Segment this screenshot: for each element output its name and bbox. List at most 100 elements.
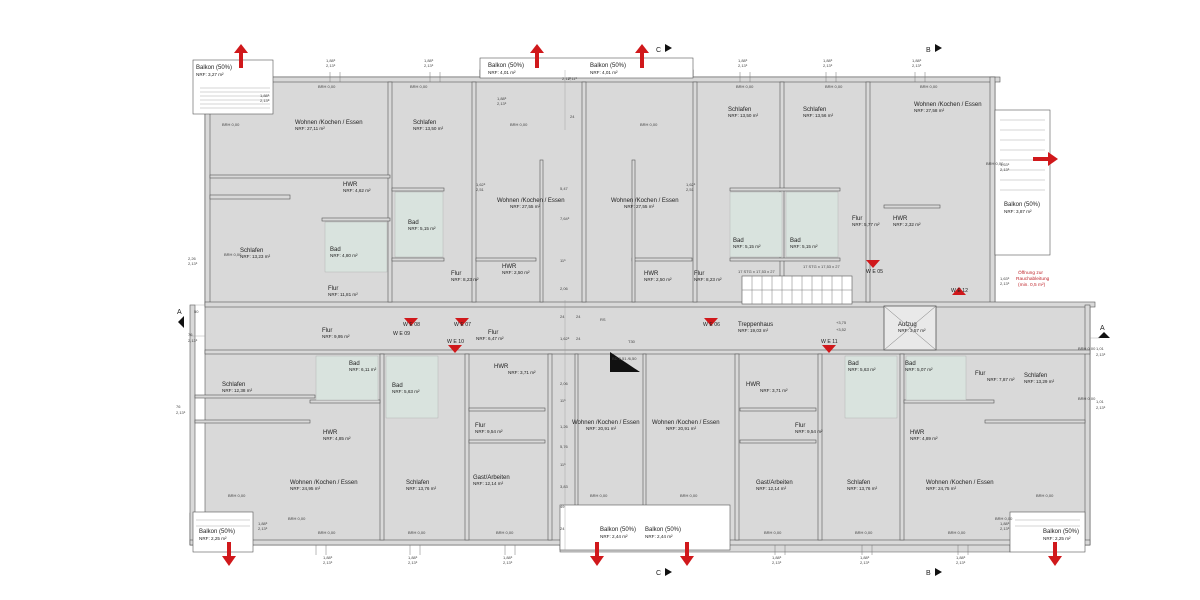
svg-text:BRH 0,00: BRH 0,00 xyxy=(948,530,966,535)
brh-labels: BRH 0,00 BRH 0,00 BRH 0,00 BRH 0,00 BRH … xyxy=(222,84,1096,535)
arrow-east xyxy=(1033,152,1058,166)
balcony-hatching xyxy=(196,87,1080,527)
svg-text:HWR: HWR xyxy=(644,271,659,277)
svg-text:2,13⁵: 2,13⁵ xyxy=(1000,526,1010,531)
svg-text:NRF: 13,50 m²: NRF: 13,50 m² xyxy=(413,126,444,131)
svg-text:NRF: 6,47 m²: NRF: 6,47 m² xyxy=(476,336,504,341)
svg-text:BRH 0,00: BRH 0,00 xyxy=(995,516,1013,521)
unit-we05-label: W E 05 xyxy=(866,269,883,275)
svg-text:24: 24 xyxy=(576,336,581,341)
unit-we06-label: W E 06 xyxy=(703,322,720,328)
svg-text:2,26: 2,26 xyxy=(188,256,197,261)
unit-we08-label: W E 08 xyxy=(403,322,420,328)
svg-text:76: 76 xyxy=(188,332,193,337)
svg-text:1,88⁵: 1,88⁵ xyxy=(424,58,434,63)
bd-note: BD 2,51 /6,50 xyxy=(612,356,637,361)
svg-text:Bad: Bad xyxy=(408,220,419,226)
svg-text:2,13⁵: 2,13⁵ xyxy=(823,63,833,68)
unit-we11-label: W E 11 xyxy=(821,339,838,345)
svg-text:NRF: 19,03 m²: NRF: 19,03 m² xyxy=(738,328,769,333)
svg-text:2,13⁵: 2,13⁵ xyxy=(956,560,966,565)
arrow-north-3 xyxy=(635,44,649,68)
svg-text:NRF: 4,89 m²: NRF: 4,89 m² xyxy=(910,436,938,441)
svg-text:1,88⁵: 1,88⁵ xyxy=(772,555,782,560)
t30-note: T30 xyxy=(628,339,636,344)
svg-text:2,13⁵: 2,13⁵ xyxy=(772,560,782,565)
svg-text:2,13⁵: 2,13⁵ xyxy=(503,560,513,565)
svg-text:Flur: Flur xyxy=(322,328,332,334)
svg-text:2,13⁵: 2,13⁵ xyxy=(176,410,186,415)
svg-text:NRF: 27,11 m²: NRF: 27,11 m² xyxy=(295,126,325,131)
svg-text:11⁵: 11⁵ xyxy=(560,462,566,467)
svg-text:NRF: 2,50 m²: NRF: 2,50 m² xyxy=(644,277,672,282)
svg-text:2,11⁵: 2,11⁵ xyxy=(562,76,571,81)
wall-corridor-north xyxy=(204,301,1096,308)
svg-text:Balkon (50%): Balkon (50%) xyxy=(196,65,232,71)
svg-text:NRF: 3,57 m²: NRF: 3,57 m² xyxy=(898,328,926,333)
svg-text:1,88⁵: 1,88⁵ xyxy=(497,96,507,101)
balcony-se xyxy=(1009,511,1086,553)
svg-text:Schlafen: Schlafen xyxy=(240,248,263,254)
svg-text:HWR: HWR xyxy=(893,216,908,222)
svg-text:NRF: 3,87 m²: NRF: 3,87 m² xyxy=(1004,209,1032,214)
unit-we09-label: W E 09 xyxy=(393,331,410,337)
svg-text:NRF: 24,75 m²: NRF: 24,75 m² xyxy=(926,486,957,491)
svg-text:NRF: 7,87 m²: NRF: 7,87 m² xyxy=(987,377,1015,382)
annotations: 17 STG x 17,53 x 27 17 STG x 17,53 x 27 … xyxy=(600,264,1050,361)
svg-text:BRH 0,00: BRH 0,00 xyxy=(288,516,306,521)
stair-spec-1: 17 STG x 17,53 x 27 xyxy=(738,269,775,274)
unit-we12-label: W E 12 xyxy=(951,288,968,294)
svg-text:BRH 0,00: BRH 0,00 xyxy=(920,84,938,89)
svg-text:BRH 0,00: BRH 0,00 xyxy=(986,161,1004,166)
staircase xyxy=(741,275,853,305)
svg-text:NRF: 13,29 m²: NRF: 13,29 m² xyxy=(1024,379,1055,384)
svg-text:NRF: 24,95 m²: NRF: 24,95 m² xyxy=(290,486,321,491)
svg-text:Flur: Flur xyxy=(328,286,338,292)
svg-text:2,13⁵: 2,13⁵ xyxy=(912,63,922,68)
level-lower: +3,52 xyxy=(836,327,847,332)
svg-text:NRF: 13,23 m²: NRF: 13,23 m² xyxy=(240,254,271,259)
svg-text:2,13⁵: 2,13⁵ xyxy=(188,261,198,266)
svg-text:NRF: 3,27 m²: NRF: 3,27 m² xyxy=(196,72,224,77)
svg-text:Flur: Flur xyxy=(488,330,498,336)
svg-text:BRH 0,00: BRH 0,00 xyxy=(1036,493,1054,498)
svg-text:Flur: Flur xyxy=(975,371,985,377)
we08-marker xyxy=(404,318,418,326)
svg-text:76: 76 xyxy=(176,404,181,409)
svg-text:2,13⁵: 2,13⁵ xyxy=(497,101,507,106)
svg-text:Bad: Bad xyxy=(905,361,916,367)
svg-text:1,88⁵: 1,88⁵ xyxy=(1000,521,1010,526)
unit-markers xyxy=(404,260,966,353)
svg-text:NRF: 20,91 m²: NRF: 20,91 m² xyxy=(586,426,617,431)
vent-marker xyxy=(610,352,640,372)
smoke-vent-note-3: (min. 0,5 m²) xyxy=(1018,282,1046,288)
svg-text:2,13⁵: 2,13⁵ xyxy=(258,526,268,531)
we10-marker xyxy=(448,345,462,353)
section-a-left: A xyxy=(177,309,182,316)
svg-text:Balkon (50%): Balkon (50%) xyxy=(645,527,681,533)
svg-text:HWR: HWR xyxy=(323,430,338,436)
svg-text:2,13⁵: 2,13⁵ xyxy=(860,560,870,565)
window-marks xyxy=(315,72,969,555)
svg-text:NRF: 5,63 m²: NRF: 5,63 m² xyxy=(392,389,420,394)
svg-text:Bad: Bad xyxy=(330,247,341,253)
svg-text:2,13⁵: 2,13⁵ xyxy=(1000,167,1010,172)
svg-text:BRH 0,00: BRH 0,00 xyxy=(510,122,528,127)
svg-text:Bad: Bad xyxy=(848,361,859,367)
svg-text:2,13⁵: 2,13⁵ xyxy=(424,63,434,68)
svg-text:Schlafen: Schlafen xyxy=(222,382,245,388)
svg-text:24: 24 xyxy=(560,314,565,319)
room-balkon-nw: Balkon (50%)NRF: 3,27 m² xyxy=(196,65,232,77)
